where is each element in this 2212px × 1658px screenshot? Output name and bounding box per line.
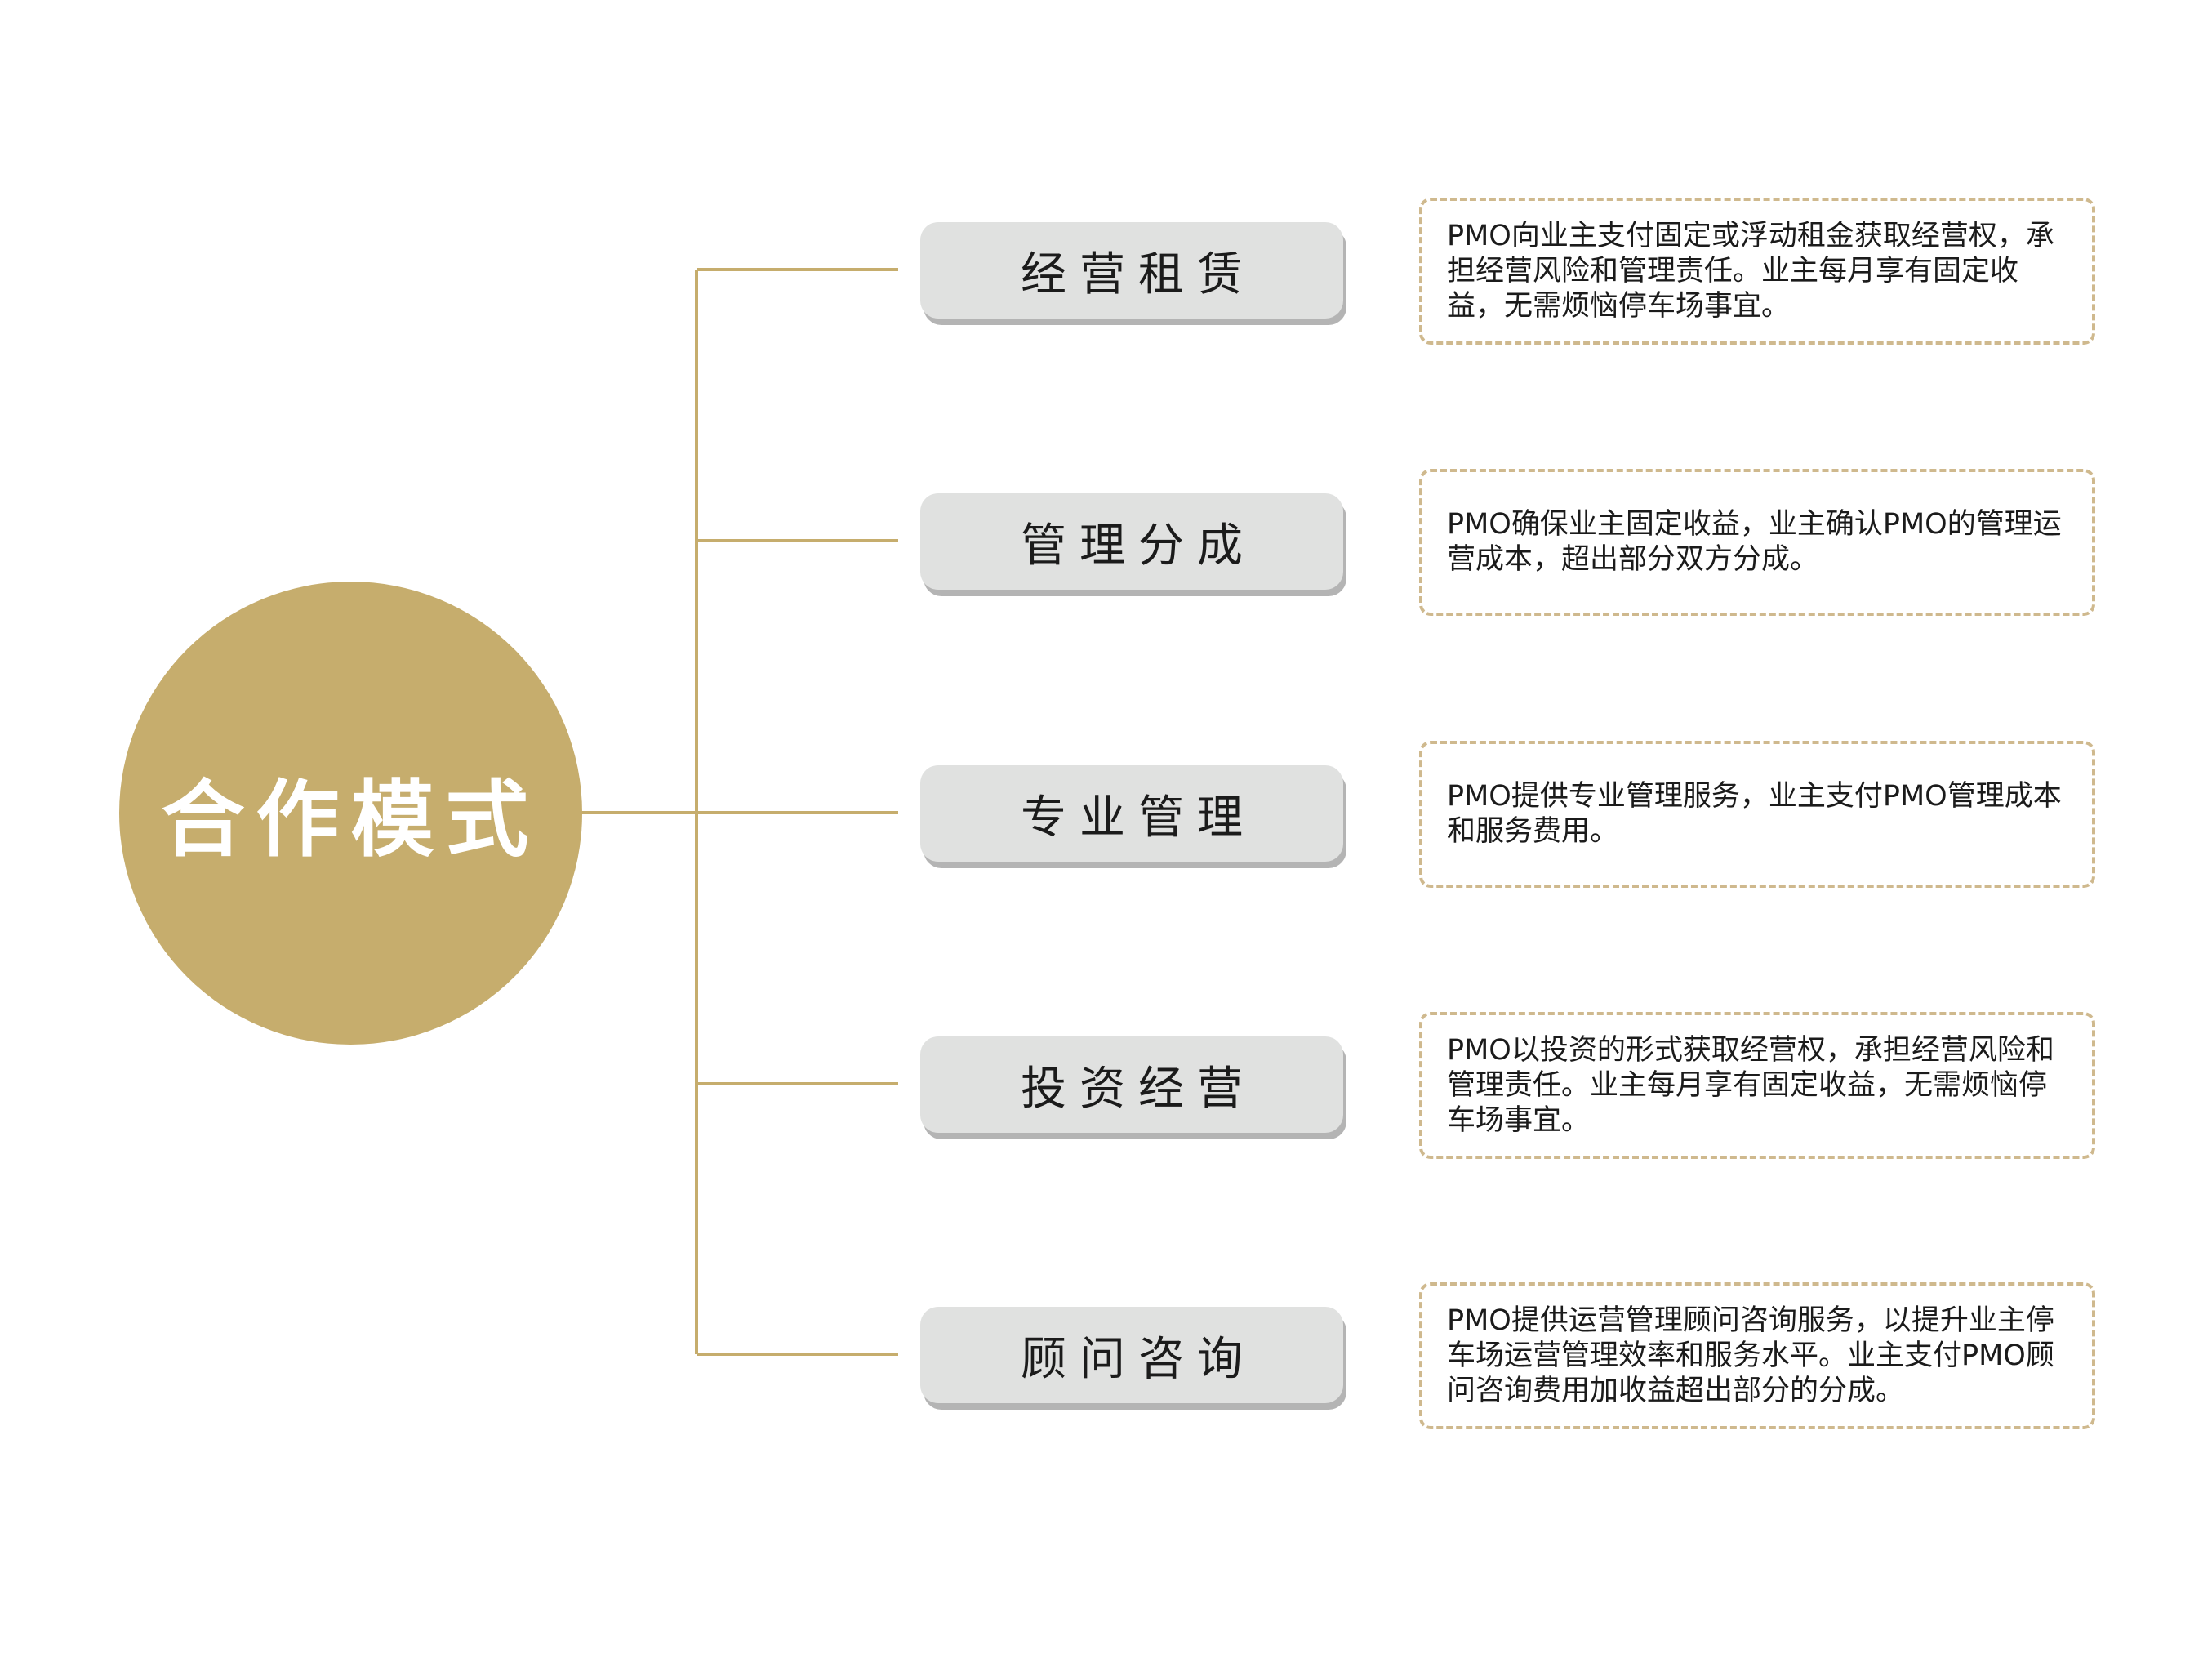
branch-label-pill: 专业管理 [920,765,1343,862]
description-text: PMO向业主支付固定或浮动租金获取经营权，承担经营风险和管理责任。业主每月享有固… [1447,219,2054,323]
branch-professional-management: 专业管理 PMO提供专业管理服务，业主支付PMO管理成本和服务费用。 [0,741,2212,920]
center-node: 合作模式 [119,582,582,1045]
description-box: PMO提供运营管理顾问咨询服务，以提升业主停车场运营管理效率和服务水平。业主支付… [1419,1282,2095,1429]
branch-label-pill: 投资经营 [920,1036,1343,1133]
branch-investment-operation: 投资经营 PMO以投资的形式获取经营权，承担经营风险和管理责任。业主每月享有固定… [0,1012,2212,1192]
description-text: PMO提供专业管理服务，业主支付PMO管理成本和服务费用。 [1447,780,2062,848]
description-box: PMO提供专业管理服务，业主支付PMO管理成本和服务费用。 [1419,741,2095,888]
description-text: PMO确保业主固定收益，业主确认PMO的管理运营成本，超出部分双方分成。 [1447,508,2062,576]
description-box: PMO确保业主固定收益，业主确认PMO的管理运营成本，超出部分双方分成。 [1419,469,2095,616]
branch-label-pill: 管理分成 [920,493,1343,590]
center-title: 合作模式 [161,772,541,869]
description-box: PMO以投资的形式获取经营权，承担经营风险和管理责任。业主每月享有固定收益，无需… [1419,1012,2095,1159]
branch-label-pill: 经营租赁 [920,222,1343,319]
branch-consulting: 顾问咨询 PMO提供运营管理顾问咨询服务，以提升业主停车场运营管理效率和服务水平… [0,1282,2212,1462]
branch-management-share: 管理分成 PMO确保业主固定收益，业主确认PMO的管理运营成本，超出部分双方分成… [0,469,2212,648]
description-box: PMO向业主支付固定或浮动租金获取经营权，承担经营风险和管理责任。业主每月享有固… [1419,198,2095,345]
description-text: PMO提供运营管理顾问咨询服务，以提升业主停车场运营管理效率和服务水平。业主支付… [1447,1304,2054,1407]
branch-label: 管理分成 [1021,519,1256,573]
branch-label: 顾问咨询 [1021,1332,1256,1386]
branch-label: 经营租赁 [1021,247,1256,301]
branch-operating-lease: 经营租赁 PMO向业主支付固定或浮动租金获取经营权，承担经营风险和管理责任。业主… [0,198,2212,377]
branch-label-pill: 顾问咨询 [920,1307,1343,1403]
branch-label: 专业管理 [1021,791,1256,845]
description-text: PMO以投资的形式获取经营权，承担经营风险和管理责任。业主每月享有固定收益，无需… [1447,1033,2054,1137]
branch-label: 投资经营 [1021,1062,1256,1116]
